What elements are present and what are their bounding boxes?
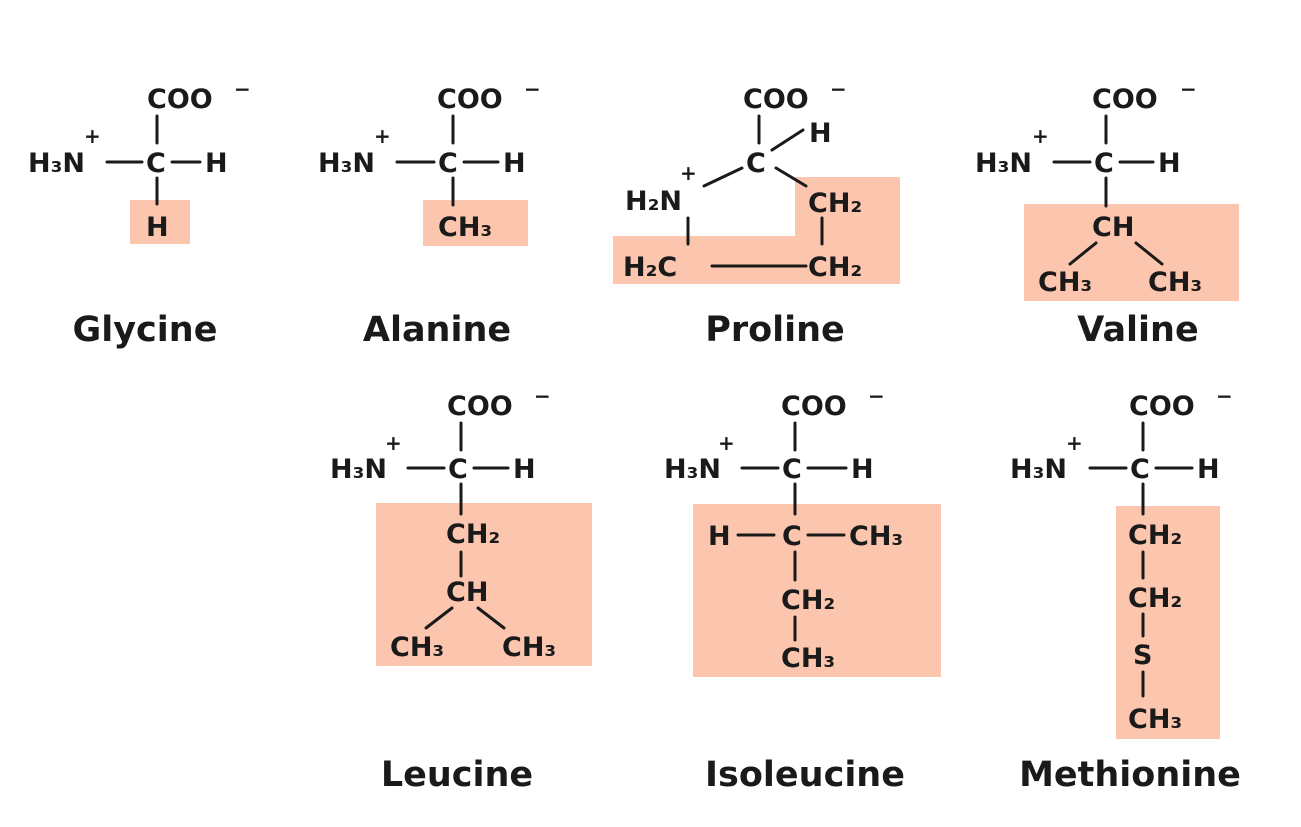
isoleucine-label: Isoleucine (705, 755, 905, 795)
amino-charge: + (718, 431, 735, 455)
carboxylate-charge: − (868, 384, 885, 408)
alpha-carbon: C (438, 148, 458, 179)
alpha-hydrogen: H (503, 148, 526, 179)
side-chain-atom: H (708, 521, 731, 552)
carboxylate-charge: − (1180, 77, 1197, 101)
side-chain-atom: CH₂ (1128, 520, 1182, 551)
alpha-carbon: C (1094, 148, 1114, 179)
proline-structure: COO − H C + H₂N CH₂ H₂C CH₂ (623, 77, 862, 283)
side-chain-atom: CH₃ (1148, 267, 1202, 298)
amino-charge: + (1032, 124, 1049, 148)
leucine-structure: COO − + H₃N C H CH₂ CH CH₃ CH₃ (330, 384, 556, 663)
alpha-hydrogen: H (1197, 454, 1220, 485)
side-chain-atom: CH₃ (781, 643, 835, 674)
side-chain-atom: CH₃ (1038, 267, 1092, 298)
alanine-label: Alanine (363, 310, 511, 350)
alpha-hydrogen: H (1158, 148, 1181, 179)
amino-charge: + (385, 431, 402, 455)
isoleucine-structure: COO − + H₃N C H H C CH₃ CH₂ CH₃ (664, 384, 903, 674)
amino-group: H₂N (625, 186, 682, 217)
amino-charge: + (84, 124, 101, 148)
glycine-structure: COO − + H₃N C H H (28, 77, 251, 243)
leucine-label: Leucine (381, 755, 533, 795)
methionine-label: Methionine (1019, 755, 1241, 795)
glycine-side-chain-highlight (130, 200, 190, 244)
side-chain-atom: CH (446, 577, 488, 608)
valine-side-chain-highlight (1024, 204, 1239, 301)
carboxylate-charge: − (234, 77, 251, 101)
proline-side-chain-highlight (613, 177, 900, 284)
proline-label: Proline (705, 310, 845, 350)
alanine-side-chain-highlight (423, 200, 528, 246)
side-chain-atom: CH₃ (1128, 704, 1182, 735)
alpha-hydrogen: H (809, 118, 832, 149)
alpha-hydrogen: H (205, 148, 228, 179)
side-chain-atom: H₂C (623, 252, 677, 283)
side-chain-atom: CH₃ (390, 632, 444, 663)
leucine-side-chain-highlight (376, 503, 592, 666)
carboxylate-group: COO (147, 84, 213, 115)
carboxylate-charge: − (1216, 384, 1233, 408)
carboxylate-group: COO (781, 391, 847, 422)
amino-charge: + (374, 124, 391, 148)
amino-group: H₃N (1010, 454, 1067, 485)
side-chain-atom: CH₃ (849, 521, 903, 552)
amino-group: H₃N (975, 148, 1032, 179)
alpha-carbon: C (746, 148, 766, 179)
alpha-hydrogen: H (851, 454, 874, 485)
side-chain-atom: CH₂ (446, 519, 500, 550)
alpha-carbon: C (448, 454, 468, 485)
amino-group: H₃N (664, 454, 721, 485)
carboxylate-group: COO (1092, 84, 1158, 115)
side-chain-atom: CH₂ (808, 188, 862, 219)
side-chain-atom: CH₂ (1128, 583, 1182, 614)
side-chain-atom: C (782, 521, 802, 552)
carboxylate-charge: − (830, 77, 847, 101)
alpha-carbon: C (782, 454, 802, 485)
carboxylate-group: COO (743, 84, 809, 115)
alpha-carbon: C (146, 148, 166, 179)
valine-structure: COO − + H₃N C H CH CH₃ CH₃ (975, 77, 1202, 298)
isoleucine-side-chain-highlight (693, 504, 941, 677)
amino-charge: + (680, 161, 697, 185)
carboxylate-group: COO (1129, 391, 1195, 422)
carboxylate-charge: − (524, 77, 541, 101)
carboxylate-charge: − (534, 384, 551, 408)
methionine-structure: COO − + H₃N C H CH₂ CH₂ S CH₃ (1010, 384, 1233, 735)
alanine-structure: COO − + H₃N C H CH₃ (318, 77, 541, 243)
carboxylate-group: COO (437, 84, 503, 115)
carboxylate-group: COO (447, 391, 513, 422)
methionine-side-chain-highlight (1116, 506, 1220, 739)
side-chain-atom: S (1133, 640, 1152, 671)
amino-group: H₃N (318, 148, 375, 179)
side-chain-atom: CH (1092, 212, 1134, 243)
side-chain-atom: CH₃ (438, 212, 492, 243)
side-chain-atom: CH₂ (781, 585, 835, 616)
alpha-carbon: C (1130, 454, 1150, 485)
side-chain-atom: CH₂ (808, 252, 862, 283)
side-chain-atom: CH₃ (502, 632, 556, 663)
glycine-label: Glycine (73, 310, 218, 350)
amino-group: H₃N (330, 454, 387, 485)
valine-label: Valine (1077, 310, 1198, 350)
side-chain-atom: H (146, 212, 169, 243)
alpha-hydrogen: H (513, 454, 536, 485)
amino-charge: + (1066, 431, 1083, 455)
amino-group: H₃N (28, 148, 85, 179)
